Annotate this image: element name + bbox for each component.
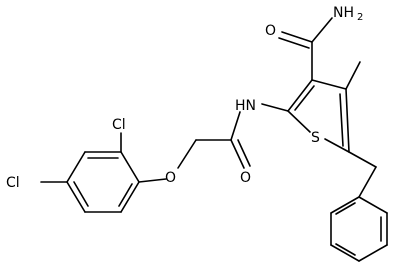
bond-inner xyxy=(294,85,315,111)
carbonyl-oxygen-bottom: O xyxy=(240,170,251,186)
bond xyxy=(330,196,360,214)
bond xyxy=(287,79,313,112)
bond xyxy=(278,37,310,49)
ether-oxygen: O xyxy=(165,170,176,186)
bond-inner xyxy=(339,93,344,147)
dichlorophenyl-ring xyxy=(66,151,140,213)
bond xyxy=(230,111,241,141)
bond-inner xyxy=(73,181,89,207)
bond-inner xyxy=(335,202,356,215)
thiophene-sulfur: S xyxy=(311,130,320,146)
bond xyxy=(324,138,350,153)
chlorine-left: Cl xyxy=(6,175,20,191)
bond-inner xyxy=(118,183,133,207)
bond xyxy=(66,181,86,213)
amide-nh2-subscript: 2 xyxy=(357,12,363,23)
bond xyxy=(358,166,377,198)
chlorine-top: Cl xyxy=(112,117,126,133)
bond xyxy=(311,79,347,90)
bond xyxy=(237,139,251,167)
bond xyxy=(345,88,350,153)
bond xyxy=(287,110,311,133)
bond xyxy=(66,151,86,183)
thiophene-ring xyxy=(287,79,350,153)
bond xyxy=(358,244,388,262)
bond xyxy=(120,181,140,213)
carbonyl-oxygen-top: O xyxy=(265,23,276,39)
bond xyxy=(281,31,313,43)
bond xyxy=(177,139,197,169)
bond xyxy=(311,17,333,43)
bond xyxy=(230,139,245,169)
bond xyxy=(345,61,361,90)
bond xyxy=(138,178,167,183)
benzyl-ring xyxy=(330,196,388,262)
bond xyxy=(330,244,360,262)
bond xyxy=(348,151,377,168)
amide-nh2-label: NH xyxy=(333,5,354,21)
amide-nh-label: HN xyxy=(235,98,256,114)
bond-inner xyxy=(335,243,356,256)
bond xyxy=(358,196,388,214)
bond xyxy=(120,151,140,183)
bond xyxy=(261,103,289,112)
